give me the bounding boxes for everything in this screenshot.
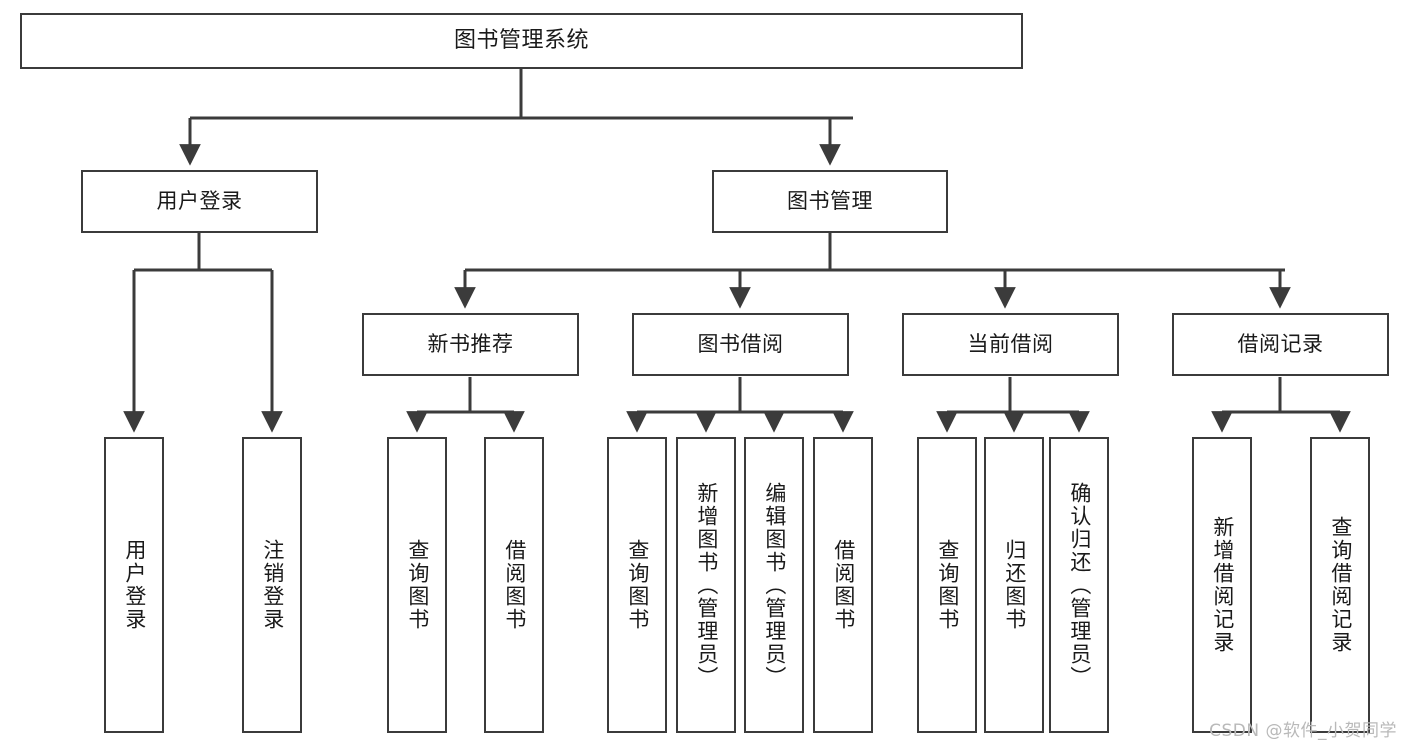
leaf-user-login-1-label: 用户登录	[122, 539, 147, 631]
node-current-borrow[interactable]: 当前借阅	[902, 313, 1119, 376]
node-book-management[interactable]: 图书管理	[712, 170, 948, 233]
node-book-borrow-label: 图书借阅	[697, 332, 784, 357]
leaf-book-borrow-2[interactable]: 新增图书（管理员）	[676, 437, 736, 733]
leaf-current-borrow-2-label: 归还图书	[1002, 539, 1027, 631]
leaf-user-login-2[interactable]: 注销登录	[242, 437, 302, 733]
node-book-management-label: 图书管理	[787, 189, 873, 214]
leaf-borrow-record-1[interactable]: 新增借阅记录	[1192, 437, 1252, 733]
leaf-book-borrow-3[interactable]: 编辑图书（管理员）	[744, 437, 804, 733]
leaf-new-book-2[interactable]: 借阅图书	[484, 437, 544, 733]
leaf-book-borrow-4-label: 借阅图书	[831, 539, 856, 631]
leaf-book-borrow-4[interactable]: 借阅图书	[813, 437, 873, 733]
node-new-book-recommend[interactable]: 新书推荐	[362, 313, 579, 376]
node-borrow-record-label: 借阅记录	[1237, 332, 1324, 357]
leaf-book-borrow-2-label: 新增图书（管理员）	[694, 481, 719, 689]
leaf-borrow-record-2[interactable]: 查询借阅记录	[1310, 437, 1370, 733]
leaf-current-borrow-3[interactable]: 确认归还（管理员）	[1049, 437, 1109, 733]
leaf-new-book-2-label: 借阅图书	[502, 539, 527, 631]
leaf-user-login-2-label: 注销登录	[260, 539, 285, 631]
leaf-current-borrow-3-label: 确认归还（管理员）	[1067, 481, 1092, 689]
node-book-borrow[interactable]: 图书借阅	[632, 313, 849, 376]
node-root-book-management-system[interactable]: 图书管理系统	[20, 13, 1023, 69]
leaf-book-borrow-3-label: 编辑图书（管理员）	[762, 481, 787, 689]
node-borrow-record[interactable]: 借阅记录	[1172, 313, 1389, 376]
leaf-new-book-1[interactable]: 查询图书	[387, 437, 447, 733]
leaf-user-login-1[interactable]: 用户登录	[104, 437, 164, 733]
node-user-login-label: 用户登录	[156, 189, 243, 214]
node-current-borrow-label: 当前借阅	[967, 332, 1054, 357]
leaf-new-book-1-label: 查询图书	[405, 539, 430, 631]
node-new-book-recommend-label: 新书推荐	[427, 332, 514, 357]
leaf-borrow-record-1-label: 新增借阅记录	[1210, 516, 1235, 654]
leaf-borrow-record-2-label: 查询借阅记录	[1328, 516, 1353, 654]
leaf-book-borrow-1-label: 查询图书	[625, 539, 650, 631]
leaf-current-borrow-1-label: 查询图书	[935, 539, 960, 631]
node-user-login[interactable]: 用户登录	[81, 170, 318, 233]
leaf-book-borrow-1[interactable]: 查询图书	[607, 437, 667, 733]
leaf-current-borrow-2[interactable]: 归还图书	[984, 437, 1044, 733]
node-root-label: 图书管理系统	[453, 28, 589, 54]
leaf-current-borrow-1[interactable]: 查询图书	[917, 437, 977, 733]
watermark-text: CSDN @软件_小贺同学	[1209, 721, 1397, 741]
